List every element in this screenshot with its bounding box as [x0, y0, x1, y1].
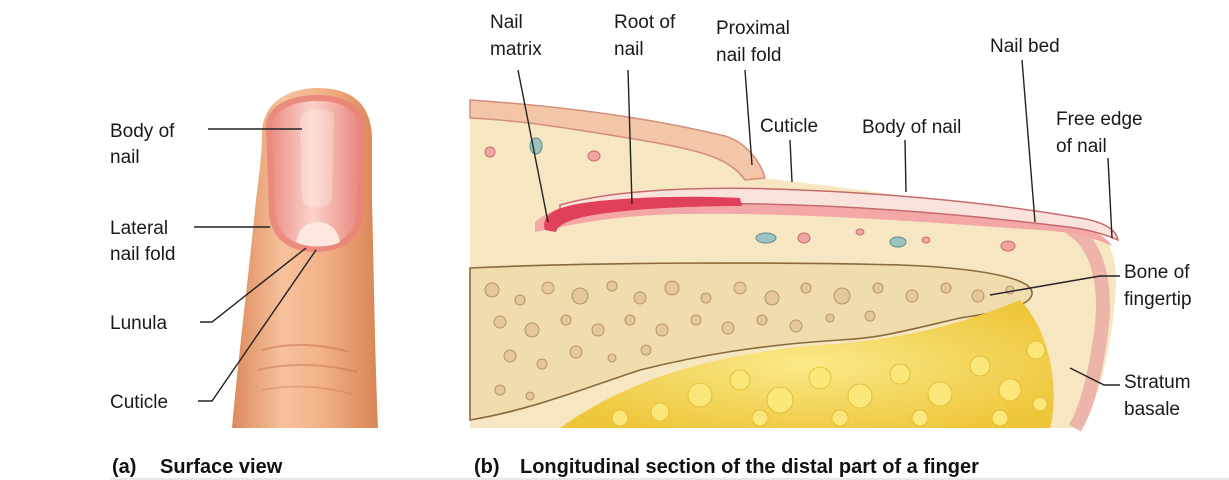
- label-free-edge-of-nail: Free edge: [1056, 109, 1143, 130]
- label-nail-matrix: Nail: [490, 12, 523, 33]
- label-lunula: Lunula: [110, 313, 167, 334]
- caption-b-letter: (b): [474, 456, 500, 478]
- nail-highlight: [300, 109, 334, 207]
- caption-a-letter: (a): [112, 456, 136, 478]
- label-lateral-nail-fold: Lateral: [110, 218, 168, 239]
- label-free-edge-of-nail: of nail: [1056, 136, 1107, 157]
- caption-a-text: Surface view: [160, 456, 283, 478]
- label-cuticle-b: Cuticle: [760, 116, 818, 137]
- leader-free-edge-of-nail: [1108, 158, 1112, 238]
- label-stratum-basale: basale: [1124, 399, 1180, 420]
- label-root-of-nail: nail: [614, 39, 644, 60]
- label-lateral-nail-fold: nail fold: [110, 244, 176, 265]
- leader-body-of-nail-b: [905, 140, 906, 192]
- label-proximal-nail-fold: Proximal: [716, 18, 790, 39]
- panel-a-surface-view: Body of nail Lateral nail fold Lunula Cu…: [110, 88, 378, 478]
- panel-b-longitudinal-section: Nail matrix Root of nail Proximal nail f…: [470, 12, 1192, 478]
- label-proximal-nail-fold: nail fold: [716, 45, 782, 66]
- caption-b-text: Longitudinal section of the distal part …: [520, 456, 979, 478]
- leader-nail-bed: [1022, 60, 1035, 222]
- label-body-of-nail-a: nail: [110, 147, 140, 168]
- label-bone-of-fingertip: fingertip: [1124, 289, 1192, 310]
- label-bone-of-fingertip: Bone of: [1124, 262, 1190, 283]
- label-nail-bed: Nail bed: [990, 36, 1060, 57]
- label-nail-matrix: matrix: [490, 39, 542, 60]
- leader-cuticle-b: [790, 140, 792, 182]
- label-body-of-nail-b: Body of nail: [862, 117, 961, 138]
- label-cuticle-a: Cuticle: [110, 392, 168, 413]
- label-stratum-basale: Stratum: [1124, 372, 1191, 393]
- label-root-of-nail: Root of: [614, 12, 676, 33]
- label-body-of-nail-a: Body of: [110, 121, 175, 142]
